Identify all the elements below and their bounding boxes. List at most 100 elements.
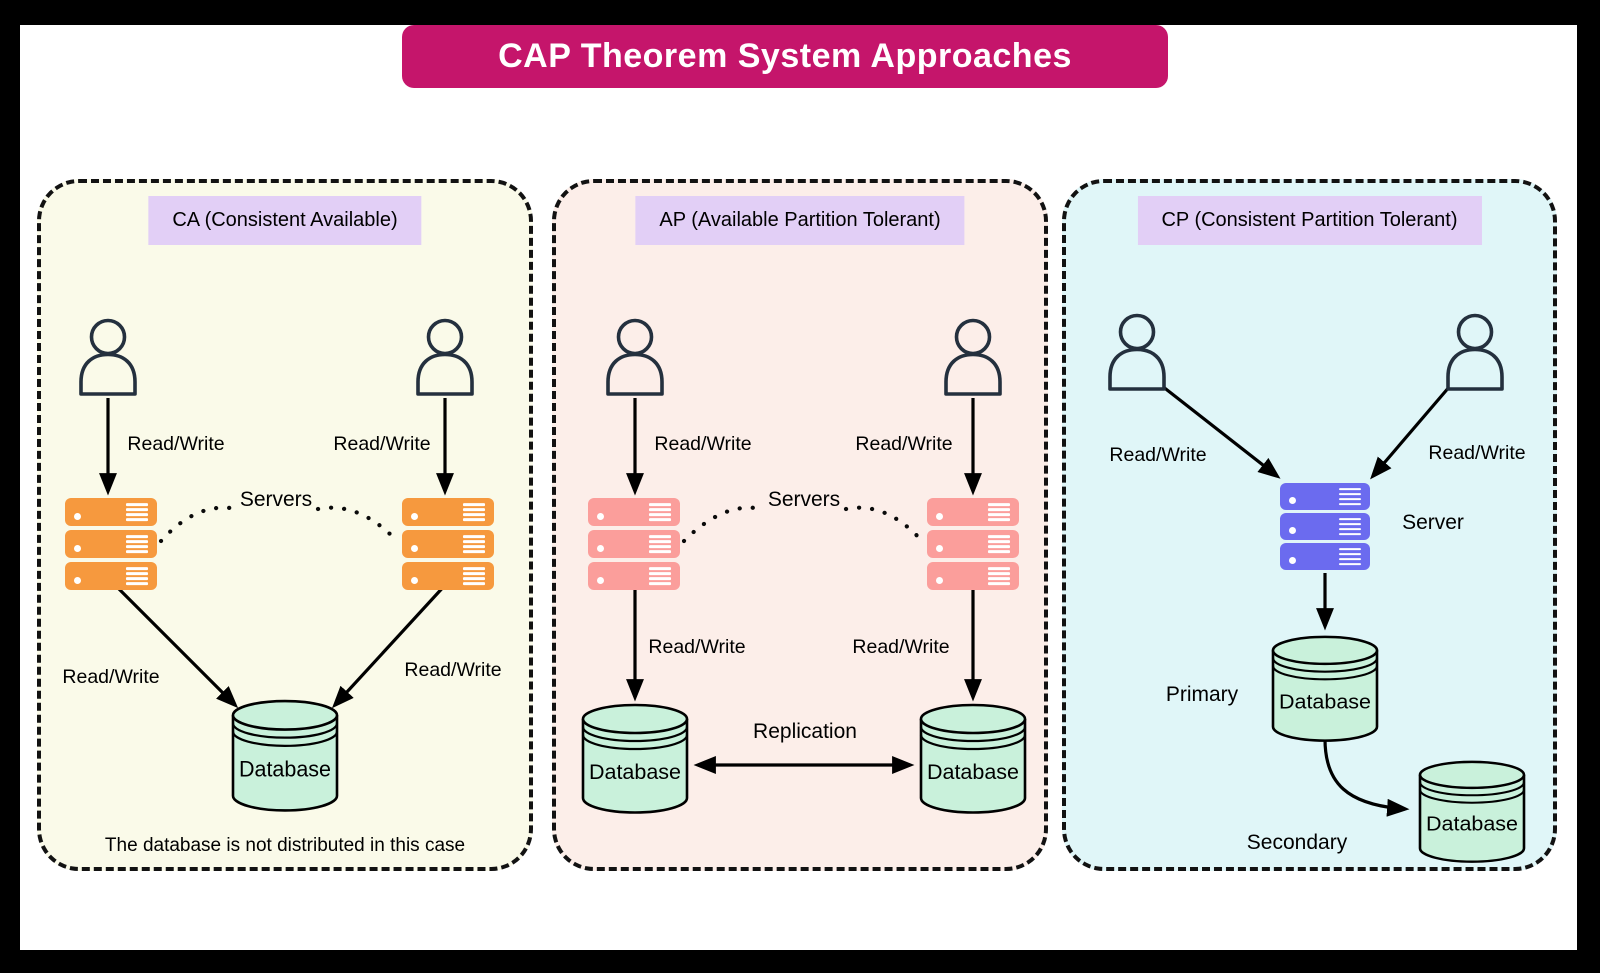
server-led-dot — [1289, 497, 1296, 504]
content-area: CAP Theorem System Approaches CA (Consis… — [20, 25, 1577, 950]
server-vents-icon — [463, 535, 485, 553]
server-led-dot — [1289, 557, 1296, 564]
user-icon — [416, 318, 474, 396]
panel-cp-title-box: CP (Consistent Partition Tolerant) — [1137, 196, 1482, 245]
server-unit — [588, 498, 680, 526]
database-label: Database — [1279, 691, 1371, 714]
server-vents-icon — [1339, 517, 1361, 536]
panel-ca-caption: The database is not distributed in this … — [104, 835, 466, 856]
server-unit — [1280, 513, 1370, 540]
panel-ca-title: CA (Consistent Available) — [172, 209, 398, 231]
arrow-servers-left-to-database — [111, 581, 239, 709]
arrow-servers-right-to-database — [331, 581, 449, 709]
server-vents-icon — [463, 567, 485, 585]
read-write-label: Read/Write — [855, 433, 953, 455]
panel-ap-connectors — [626, 398, 982, 774]
server-stack-right — [927, 498, 1019, 590]
server-led-dot — [936, 513, 943, 520]
server-led-dot — [411, 513, 418, 520]
server-unit — [927, 498, 1019, 526]
database-label: Database — [927, 760, 1019, 784]
dotted-link-right-servers — [315, 505, 400, 544]
server-stack-left — [588, 498, 680, 590]
database-icon-primary: Database — [1271, 635, 1379, 742]
server-vents-icon — [463, 503, 485, 521]
server-vents-icon — [988, 567, 1010, 585]
panel-ca: CA (Consistent Available) Read/Write Rea… — [37, 179, 533, 871]
primary-label: Primary — [1165, 683, 1239, 706]
arrow-primary-to-secondary-database — [1323, 738, 1410, 817]
server-unit — [927, 562, 1019, 590]
server-stack — [1280, 483, 1370, 570]
server-led-dot — [597, 577, 604, 584]
server-label: Server — [1402, 511, 1464, 534]
server-led-dot — [74, 577, 81, 584]
server-led-dot — [411, 577, 418, 584]
arrow-user-right-to-server — [1370, 384, 1452, 480]
panel-ap-title: AP (Available Partition Tolerant) — [659, 209, 941, 231]
read-write-label: Read/Write — [62, 666, 160, 688]
server-vents-icon — [1339, 487, 1361, 506]
server-unit — [1280, 483, 1370, 510]
server-vents-icon — [649, 567, 671, 585]
panel-ca-connectors — [99, 398, 454, 709]
server-unit — [588, 530, 680, 558]
diagram-title-banner: CAP Theorem System Approaches — [402, 25, 1168, 88]
database-label: Database — [589, 760, 681, 784]
read-write-label: Read/Write — [1428, 442, 1526, 464]
server-vents-icon — [126, 535, 148, 553]
user-icon — [1108, 313, 1166, 391]
database-icon-secondary: Database — [1418, 760, 1526, 863]
read-write-label: Read/Write — [404, 659, 502, 681]
read-write-label: Read/Write — [654, 433, 752, 455]
server-vents-icon — [649, 535, 671, 553]
server-led-dot — [936, 577, 943, 584]
server-led-dot — [936, 545, 943, 552]
read-write-label: Read/Write — [1109, 444, 1207, 466]
server-vents-icon — [988, 503, 1010, 521]
server-unit — [65, 530, 157, 558]
user-icon — [79, 318, 137, 396]
server-unit — [1280, 543, 1370, 570]
dotted-link-left-servers — [158, 505, 240, 544]
panel-ap: AP (Available Partition Tolerant) Read/W… — [552, 179, 1048, 871]
server-unit — [65, 562, 157, 590]
user-icon — [944, 318, 1002, 396]
panel-ap-title-box: AP (Available Partition Tolerant) — [635, 196, 965, 245]
dotted-link-left-servers — [681, 505, 765, 544]
server-vents-icon — [649, 503, 671, 521]
read-write-label: Read/Write — [127, 433, 225, 455]
panel-cp-connectors — [1161, 384, 1452, 817]
panel-cp-title: CP (Consistent Partition Tolerant) — [1161, 209, 1458, 231]
database-icon: Database — [919, 703, 1027, 814]
server-led-dot — [1289, 527, 1296, 534]
servers-group-label: Servers — [239, 488, 313, 511]
servers-group-label: Servers — [767, 488, 841, 511]
server-vents-icon — [1339, 547, 1361, 566]
secondary-label: Secondary — [1246, 831, 1348, 854]
server-vents-icon — [126, 567, 148, 585]
read-write-label: Read/Write — [852, 636, 950, 658]
server-unit — [402, 562, 494, 590]
panel-cp: CP (Consistent Partition Tolerant) Read/… — [1062, 179, 1557, 871]
server-unit — [402, 530, 494, 558]
read-write-label: Read/Write — [333, 433, 431, 455]
read-write-label: Read/Write — [648, 636, 746, 658]
server-stack-right — [402, 498, 494, 590]
panel-ca-title-box: CA (Consistent Available) — [148, 196, 422, 245]
server-led-dot — [597, 513, 604, 520]
diagram-title: CAP Theorem System Approaches — [498, 37, 1072, 75]
server-vents-icon — [126, 503, 148, 521]
arrow-user-left-to-server — [1161, 384, 1281, 479]
database-label: Database — [239, 756, 331, 781]
replication-label: Replication — [753, 720, 857, 743]
dotted-link-right-servers — [843, 505, 925, 544]
user-icon — [1446, 313, 1504, 391]
server-unit — [588, 562, 680, 590]
database-icon: Database — [581, 703, 689, 814]
database-icon: Database — [231, 699, 339, 812]
database-label: Database — [1426, 813, 1518, 835]
server-stack-left — [65, 498, 157, 590]
server-led-dot — [74, 545, 81, 552]
